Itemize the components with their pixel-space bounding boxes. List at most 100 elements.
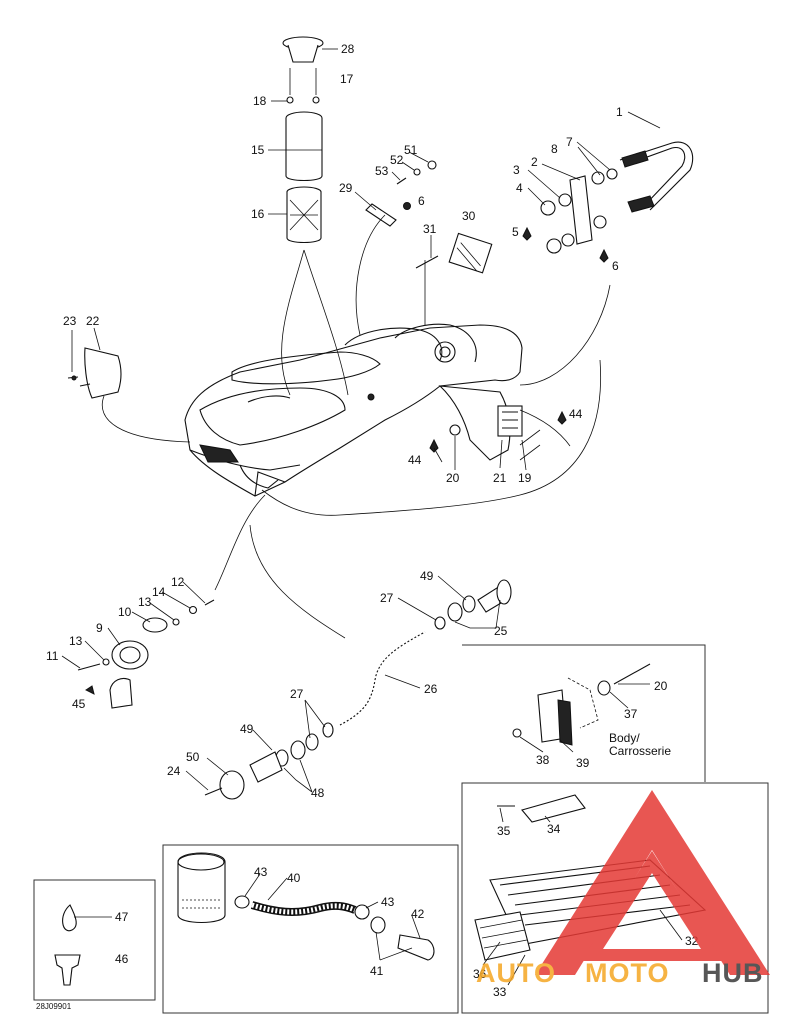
inset-frame-pump-hose — [162, 844, 459, 1014]
bilge-pump — [177, 852, 226, 923]
callout-6-top: 6 — [418, 194, 425, 208]
grab-handle-assembly — [522, 141, 694, 263]
inset-frame-clamps — [33, 879, 156, 1001]
washer-7 — [606, 168, 618, 180]
nut-5 — [522, 226, 532, 241]
callout-16: 16 — [251, 207, 265, 221]
callout-31: 31 — [423, 222, 437, 236]
nut-6-top — [403, 202, 411, 210]
callout-46: 46 — [115, 952, 129, 966]
washer-lower-left — [561, 233, 575, 247]
inset-frames — [33, 644, 769, 1014]
side-vent — [497, 405, 523, 437]
callout-10: 10 — [118, 605, 132, 619]
leader-34 — [544, 815, 551, 823]
handle-guide-curve — [519, 284, 611, 386]
side-guide-curve — [519, 409, 571, 447]
leader-13-lower — [84, 640, 105, 661]
fill-cap — [367, 393, 375, 401]
screw-17-shafts — [289, 68, 317, 95]
leader-51 — [408, 151, 429, 163]
fitting-49-flange — [496, 579, 512, 605]
leader-48 — [283, 759, 313, 793]
latch-34 — [521, 794, 586, 823]
callout-53: 53 — [375, 164, 389, 178]
callout-9: 9 — [96, 621, 103, 635]
body-mount-inset — [512, 663, 651, 746]
callout-35: 35 — [497, 824, 511, 838]
rear-grab-area — [199, 444, 239, 463]
callout-labels: 1 2 3 4 5 6 6 6 7 8 9 10 11 12 13 13 14 … — [36, 42, 699, 1011]
leader-49-upper — [437, 575, 467, 601]
clamp-43-left — [234, 895, 250, 909]
leader-21 — [499, 439, 503, 469]
leader-43-left — [244, 873, 261, 897]
washer-38 — [512, 728, 522, 738]
washer-52 — [413, 168, 421, 176]
callout-37: 37 — [624, 707, 638, 721]
callout-2: 2 — [531, 155, 538, 169]
callout-30: 30 — [462, 209, 476, 223]
tray-33 — [474, 911, 531, 961]
side-vent-slats — [502, 411, 518, 429]
drain-guide-line — [214, 494, 266, 591]
callout-39: 39 — [576, 756, 590, 770]
callout-50: 50 — [186, 750, 200, 764]
watermark-triangle-inner — [580, 850, 724, 961]
flange-9-inner — [119, 646, 141, 664]
leader-22 — [93, 327, 101, 351]
hose-26-outer — [339, 631, 426, 726]
hull-right-side — [438, 385, 511, 461]
screw-24 — [204, 787, 223, 796]
callout-11: 11 — [46, 649, 59, 663]
callout-34: 34 — [547, 822, 561, 836]
handle-grip-upper — [621, 150, 649, 168]
leader-7 — [576, 141, 611, 171]
screw-23-head — [71, 375, 77, 381]
leader-1 — [627, 111, 661, 129]
top-small-parts — [365, 160, 493, 274]
inset-frame-storage-tray — [461, 782, 769, 1014]
hose-26-ribs — [338, 629, 427, 728]
grab-handle-bar — [619, 141, 694, 211]
callout-12: 12 — [171, 575, 185, 589]
washer-3 — [558, 193, 572, 207]
bolt-51 — [427, 160, 437, 170]
watermark-text-moto: MOTO — [585, 958, 670, 988]
fitting-body — [109, 677, 133, 709]
fastener-46 — [54, 954, 81, 986]
net-16-body — [286, 192, 322, 244]
leader-43-right — [365, 901, 379, 909]
callout-7: 7 — [566, 135, 573, 149]
callout-3: 3 — [513, 163, 520, 177]
leader-49-lower — [252, 729, 273, 751]
leader-10 — [131, 611, 151, 623]
washer-18-right — [312, 96, 320, 104]
leader-35 — [499, 807, 504, 823]
leader-36 — [482, 941, 501, 966]
washer-18-left — [286, 96, 294, 104]
callout-44-right: 44 — [569, 407, 583, 421]
washer-14 — [188, 605, 198, 615]
callout-43-right: 43 — [381, 895, 395, 909]
hull-stern-edge — [254, 471, 286, 497]
fitting-42 — [397, 934, 435, 961]
figure-code: 28J09901 — [36, 1002, 72, 1011]
callout-21: 21 — [493, 471, 507, 485]
sleeve-15-body — [285, 118, 323, 182]
callout-20-hull: 20 — [446, 471, 460, 485]
callout-23: 23 — [63, 314, 77, 328]
leader-50 — [206, 757, 229, 776]
callout-20-inset: 20 — [654, 679, 668, 693]
tray-33-texture — [479, 919, 528, 949]
handle-grip-lower — [627, 195, 655, 213]
callout-33: 33 — [493, 985, 507, 999]
inset-frame-body-mount — [462, 644, 706, 782]
callout-5: 5 — [512, 225, 519, 239]
callout-27-lower: 27 — [290, 687, 304, 701]
leader-4 — [527, 187, 546, 206]
leader-2 — [541, 163, 581, 181]
pin-guide-curve — [355, 214, 386, 336]
pump-hose-inset — [177, 852, 435, 961]
callout-42: 42 — [411, 907, 425, 921]
